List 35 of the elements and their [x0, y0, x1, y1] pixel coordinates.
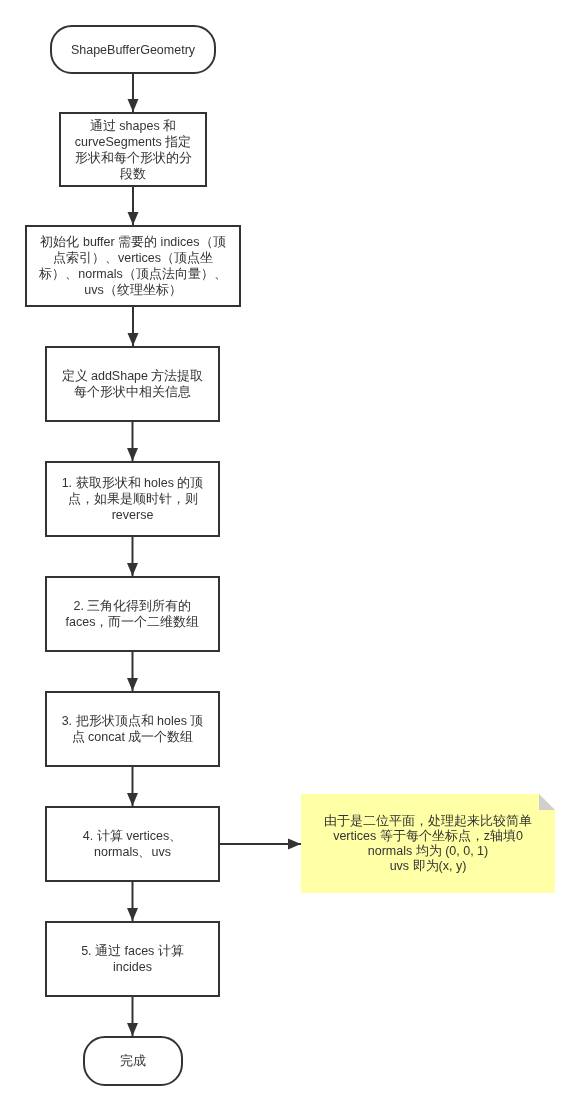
step-text: 定义 addShape 方法提取每个形状中相关信息	[60, 368, 205, 400]
step-text: 4. 计算 vertices、normals、uvs	[81, 828, 184, 860]
step-text: 5. 通过 faces 计算 incides	[80, 943, 185, 975]
arrow	[127, 766, 138, 807]
step-text: 初始化 buffer 需要的 indices（顶点索引）、vertices（顶点坐标）、normals（顶点法向量）、uvs（纹理坐标）	[39, 234, 227, 298]
terminal-label: ShapeBufferGeometry	[70, 41, 196, 58]
arrow	[127, 536, 138, 577]
arrow	[127, 306, 139, 347]
arrow	[219, 838, 302, 850]
end-terminal	[83, 1036, 183, 1086]
process-box	[45, 576, 220, 652]
terminal-label: 完成	[120, 1053, 146, 1069]
step-text: 通过 shapes 和 curveSegments 指定形状和每个形状的分段数	[73, 117, 193, 182]
note-text: vertices 等于每个坐标点，z轴填0	[333, 828, 523, 844]
process-box	[45, 461, 220, 537]
process-box	[59, 112, 207, 187]
step-text: 3. 把形状顶点和 holes 顶点 concat 成一个数组	[60, 713, 205, 745]
sticky-note	[301, 794, 555, 893]
arrow	[127, 421, 138, 462]
note-text: uvs 即为(x, y)	[389, 858, 467, 874]
process-box	[45, 691, 220, 767]
process-box	[45, 921, 220, 997]
arrow	[127, 73, 139, 113]
arrow	[127, 651, 138, 692]
arrow	[127, 996, 138, 1037]
step-text: 2. 三角化得到所有的 faces，而一个二维数组	[64, 598, 201, 630]
process-box	[45, 346, 220, 422]
step-text: 1. 获取形状和 holes 的顶点，如果是顺时针，则 reverse	[60, 475, 205, 523]
note-text: normals 均为 (0, 0, 1)	[367, 843, 489, 859]
process-box	[45, 806, 220, 882]
arrow	[127, 186, 139, 226]
process-box	[25, 225, 241, 307]
note-text: 由于是二位平面，处理起来比较简单	[324, 813, 532, 829]
start-terminal	[50, 25, 216, 74]
arrow	[127, 881, 138, 922]
